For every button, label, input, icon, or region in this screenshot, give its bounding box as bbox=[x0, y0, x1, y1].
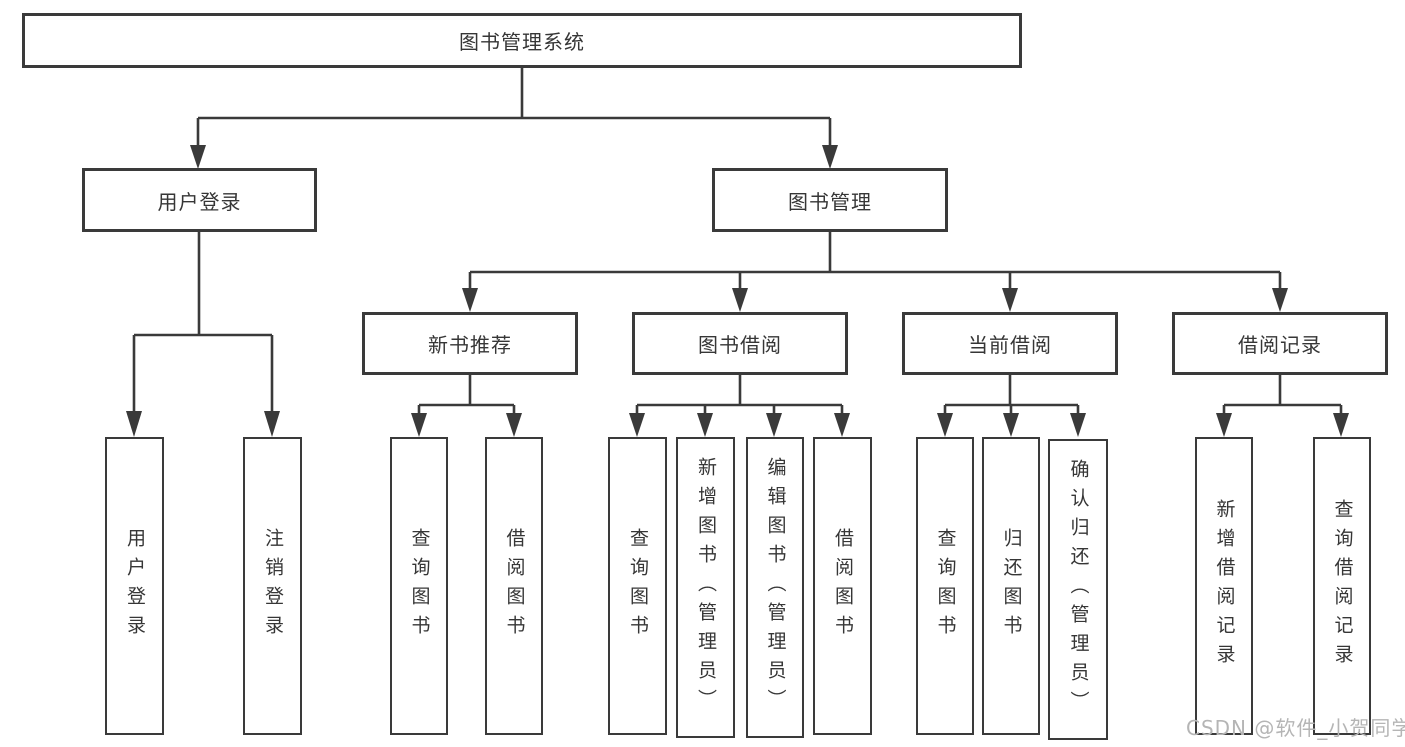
arrow-to-current-return bbox=[1003, 413, 1019, 437]
leaf-borrow-edit-books-admin: 编辑图书（管理员） bbox=[746, 437, 804, 738]
leaf-current-query-books: 查询图书 bbox=[916, 437, 974, 735]
node-root-system: 图书管理系统 bbox=[22, 13, 1022, 68]
leaf-current-confirm-return-admin: 确认归还（管理员） bbox=[1048, 439, 1108, 740]
arrow-to-current-borrow bbox=[1002, 288, 1018, 312]
arrow-to-current-query bbox=[937, 413, 953, 437]
node-book-management: 图书管理 bbox=[712, 168, 948, 232]
leaf-borrow-borrow-books: 借阅图书 bbox=[813, 437, 872, 735]
arrow-to-records-query bbox=[1333, 413, 1349, 437]
arrow-to-new-book-recommend bbox=[462, 288, 478, 312]
leaf-newbook-borrow-books: 借阅图书 bbox=[485, 437, 543, 735]
node-user-login: 用户登录 bbox=[82, 168, 317, 232]
arrow-to-current-confirm bbox=[1070, 413, 1086, 437]
leaf-current-return-books: 归还图书 bbox=[982, 437, 1040, 735]
arrow-to-newbook-query bbox=[411, 413, 427, 437]
csdn-watermark: CSDN @软件_小贺同学 bbox=[1186, 716, 1405, 740]
leaf-borrow-add-books-admin: 新增图书（管理员） bbox=[676, 437, 735, 738]
leaf-records-query-record: 查询借阅记录 bbox=[1313, 437, 1371, 735]
arrow-to-borrow-records bbox=[1272, 288, 1288, 312]
tree-edges bbox=[132, 68, 1343, 414]
leaf-borrow-query-books: 查询图书 bbox=[608, 437, 667, 735]
arrow-to-borrow-edit bbox=[766, 413, 782, 437]
arrow-to-book-borrow bbox=[732, 288, 748, 312]
arrow-to-leaf-user-login bbox=[126, 411, 142, 437]
arrow-to-book-management bbox=[822, 145, 838, 169]
arrow-to-user-login bbox=[190, 145, 206, 169]
leaf-user-login: 用户登录 bbox=[105, 437, 164, 735]
node-current-borrow: 当前借阅 bbox=[902, 312, 1118, 375]
arrow-to-records-add bbox=[1216, 413, 1232, 437]
leaf-logout: 注销登录 bbox=[243, 437, 302, 735]
node-new-book-recommend: 新书推荐 bbox=[362, 312, 578, 375]
leaf-records-add-record: 新增借阅记录 bbox=[1195, 437, 1253, 735]
node-borrow-records: 借阅记录 bbox=[1172, 312, 1388, 375]
node-book-borrow: 图书借阅 bbox=[632, 312, 848, 375]
arrow-to-newbook-borrow bbox=[506, 413, 522, 437]
arrow-to-borrow-add bbox=[697, 413, 713, 437]
arrow-to-borrow-borrow bbox=[834, 413, 850, 437]
arrowheads bbox=[126, 145, 1349, 437]
leaf-newbook-query-books: 查询图书 bbox=[390, 437, 448, 735]
arrow-to-borrow-query bbox=[629, 413, 645, 437]
arrow-to-leaf-logout bbox=[264, 411, 280, 437]
